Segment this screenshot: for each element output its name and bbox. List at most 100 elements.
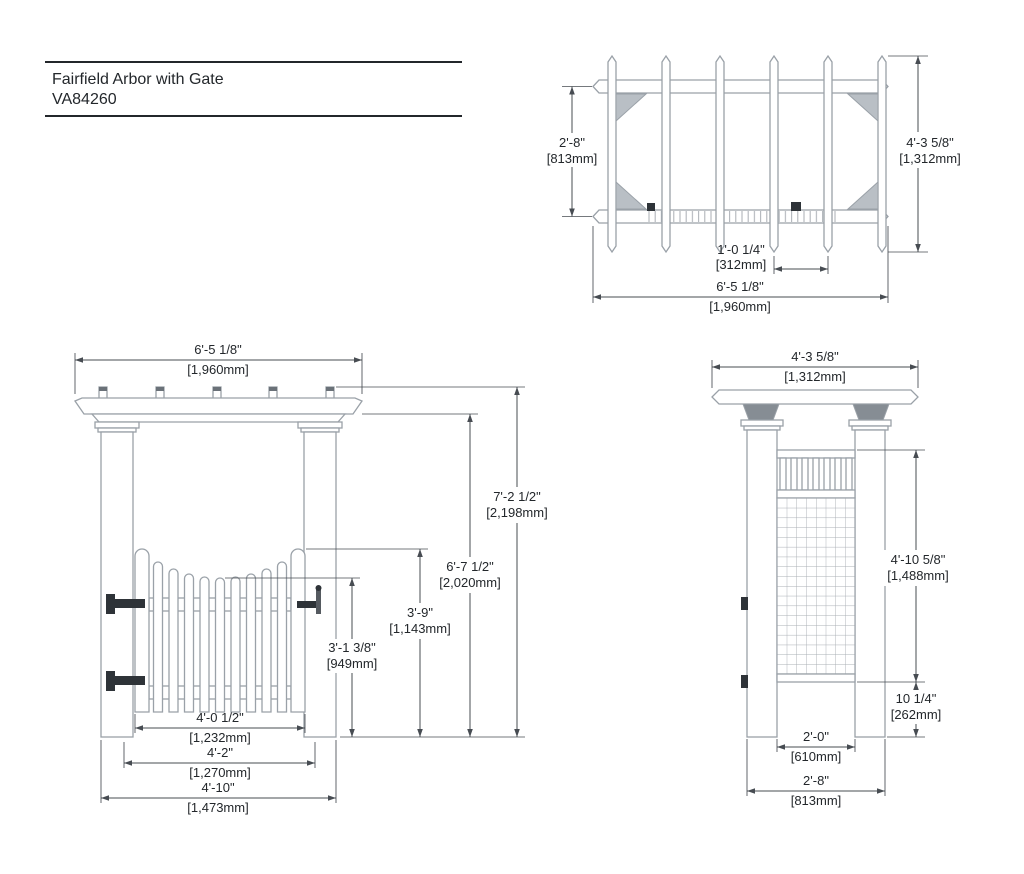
dim-imperial: 7'-2 1/2": [493, 489, 541, 504]
dim-front-hardware-span: 4'-2" [1,270mm]: [123, 742, 316, 780]
rafter: [607, 54, 617, 254]
dim-metric: [1,473mm]: [187, 800, 248, 815]
dim-imperial: 4'-3 5/8": [791, 349, 839, 364]
dim-side-panel-width: 2'-0" [610mm]: [776, 729, 856, 764]
rafter: [823, 54, 833, 254]
dim-metric: [1,312mm]: [784, 369, 845, 384]
dim-front-width: 6'-5 1/8" [1,960mm]: [74, 342, 363, 394]
gate-latch-knob: [315, 585, 322, 591]
dim-imperial: 4'-10 5/8": [891, 552, 946, 567]
dim-top-width: 6'-5 1/8" [1,960mm]: [592, 226, 889, 314]
plan-structure: [592, 54, 889, 254]
lattice-grid: [776, 497, 856, 675]
dim-imperial: 4'-2": [207, 745, 233, 760]
model-number: VA84260: [52, 91, 117, 108]
corner-bracket: [846, 93, 879, 123]
side-panel: [776, 449, 856, 683]
dim-imperial: 4'-3 5/8": [906, 135, 954, 150]
gate-left-stile: [134, 548, 150, 713]
corner-bracket: [846, 180, 879, 210]
gate-picket: [245, 573, 257, 713]
corner-bracket: [615, 180, 648, 210]
dim-front-gate-peak: 3'-9" [1,143mm]: [306, 548, 455, 737]
dim-imperial: 3'-9": [407, 605, 433, 620]
post-cap: [848, 419, 892, 427]
gate-latch-pin: [316, 589, 321, 614]
dim-imperial: 2'-8": [559, 135, 585, 150]
dim-imperial: 6'-5 1/8": [716, 279, 764, 294]
post-cap: [94, 421, 140, 429]
front-view: 6'-5 1/8" [1,960mm] 7'-2 1/2" [2,198mm] …: [74, 342, 556, 815]
panel-top-rail: [776, 449, 856, 459]
panel-spindle: [790, 457, 798, 491]
dim-front-clear-height: 6'-7 1/2" [2,020mm]: [362, 413, 508, 737]
top-view: 2'-8" [813mm] 4'-3 5/8" [1,312mm] 1'-0 1…: [538, 54, 968, 314]
dim-metric: [949mm]: [327, 656, 378, 671]
dim-metric: [262mm]: [891, 707, 942, 722]
dim-imperial: 1'-0 1/4": [717, 242, 765, 257]
dim-front-gate-dip: 3'-1 3/8" [949mm]: [225, 577, 386, 737]
dim-side-bottom-offset: 10 1/4" [262mm]: [886, 682, 946, 738]
plan-latch-mark: [791, 202, 801, 211]
dim-imperial: 2'-0": [803, 729, 829, 744]
dim-side-panel-height: 4'-10 5/8" [1,488mm]: [857, 449, 954, 683]
post-cap: [297, 421, 343, 429]
front-header-beam: [74, 397, 363, 415]
hinge-mark: [741, 597, 748, 610]
title-block: Fairfield Arbor with Gate VA84260: [45, 61, 462, 117]
gate-hinge-icon: [113, 676, 145, 685]
gate-picket: [168, 568, 179, 713]
gate-picket: [230, 576, 241, 713]
panel-mid-rail: [776, 489, 856, 499]
gate-latch-icon: [297, 601, 319, 608]
dim-imperial: 4'-0 1/2": [196, 710, 244, 725]
product-title: Fairfield Arbor with Gate: [52, 71, 224, 88]
dim-metric: [1,232mm]: [189, 730, 250, 745]
dim-metric: [1,960mm]: [709, 299, 770, 314]
dim-metric: [2,020mm]: [439, 575, 500, 590]
dim-metric: [2,198mm]: [486, 505, 547, 520]
gate-picket: [261, 568, 272, 713]
left-post: [746, 429, 778, 738]
gate-picket: [276, 561, 288, 713]
gate-right-stile: [290, 548, 306, 713]
dim-metric: [1,312mm]: [899, 151, 960, 166]
panel-bottom-rail: [776, 673, 856, 683]
gate-picket: [152, 561, 164, 713]
dim-metric: [312mm]: [716, 257, 767, 272]
rafter: [715, 54, 725, 254]
post-cap: [740, 419, 784, 427]
dim-metric: [610mm]: [791, 749, 842, 764]
rafter: [877, 54, 887, 254]
corbel-bracket: [852, 403, 890, 421]
corner-bracket: [615, 93, 648, 123]
panel-spindle: [801, 457, 809, 491]
dim-front-post-span: 4'-10" [1,473mm]: [100, 740, 337, 815]
plan-hinge-mark: [647, 203, 655, 211]
gate-hinge-icon: [113, 599, 145, 608]
dim-metric: [813mm]: [547, 151, 598, 166]
front-collar-beam: [90, 413, 347, 423]
hinge-mark: [741, 675, 748, 688]
side-header-beam: [711, 389, 919, 405]
rafter: [661, 54, 671, 254]
dim-metric: [1,488mm]: [887, 568, 948, 583]
dim-top-beam-spacing: 2'-8" [813mm]: [538, 86, 606, 217]
dim-top-depth: 4'-3 5/8" [1,312mm]: [888, 55, 968, 253]
rafter: [769, 54, 779, 254]
panel-spindle: [779, 457, 787, 491]
front-structure: [74, 386, 363, 738]
panel-spindle: [834, 457, 842, 491]
dim-top-rafter-spacing: 1'-0 1/4" [312mm]: [716, 242, 829, 274]
dim-front-total-height: 7'-2 1/2" [2,198mm]: [336, 386, 556, 738]
dim-metric: [1,143mm]: [389, 621, 450, 636]
panel-spindle: [812, 457, 820, 491]
dim-imperial: 4'-10": [201, 780, 235, 795]
left-post: [100, 431, 134, 738]
side-view: 4'-3 5/8" [1,312mm] 4'-10 5/8" [1,488mm]…: [711, 349, 954, 808]
panel-spindle: [823, 457, 831, 491]
dim-imperial: 6'-5 1/8": [194, 342, 242, 357]
plan-lattice-band: [646, 211, 840, 222]
plan-front-beam: [592, 79, 889, 94]
